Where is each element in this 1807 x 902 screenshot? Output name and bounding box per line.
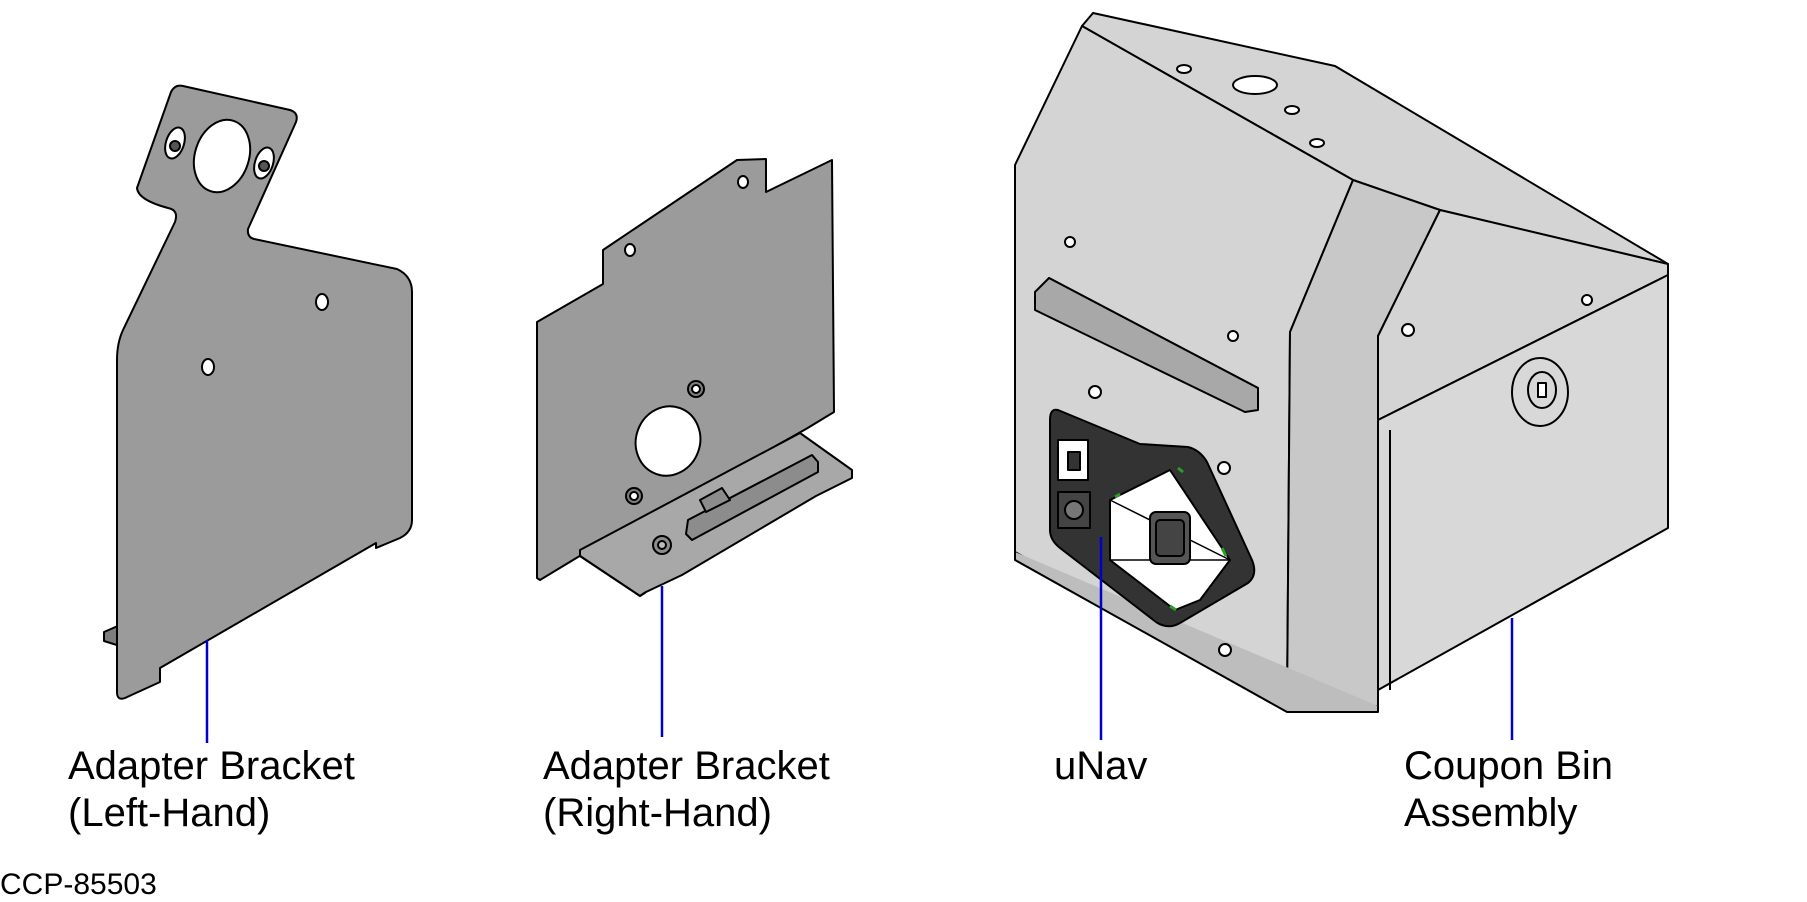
leader-lines — [205, 537, 1514, 743]
unav-keypad — [1049, 408, 1256, 628]
unav-housing — [1014, 12, 1669, 713]
callout-left-bracket-line2: (Left-Hand) — [68, 791, 271, 835]
callout-right-bracket-line1: Adapter Bracket — [543, 744, 830, 788]
callout-right-hand-adapter-bracket: Adapter Bracket (Right-Hand) — [543, 743, 830, 837]
callout-right-bracket-line2: (Right-Hand) — [543, 791, 772, 835]
callout-unav-line1: uNav — [1054, 744, 1148, 788]
figure-id: CCP-85503 — [0, 868, 157, 901]
right-hand-adapter-bracket — [536, 158, 853, 597]
callout-coupon-bin-line2: Assembly — [1404, 791, 1578, 835]
callout-unav: uNav — [1054, 743, 1147, 790]
callout-left-bracket-line1: Adapter Bracket — [68, 744, 355, 788]
left-hand-adapter-bracket — [103, 84, 413, 700]
callout-left-hand-adapter-bracket: Adapter Bracket (Left-Hand) — [68, 743, 355, 837]
callout-coupon-bin-line1: Coupon Bin — [1404, 744, 1614, 788]
callout-coupon-bin-assembly: Coupon Bin Assembly — [1404, 743, 1613, 837]
